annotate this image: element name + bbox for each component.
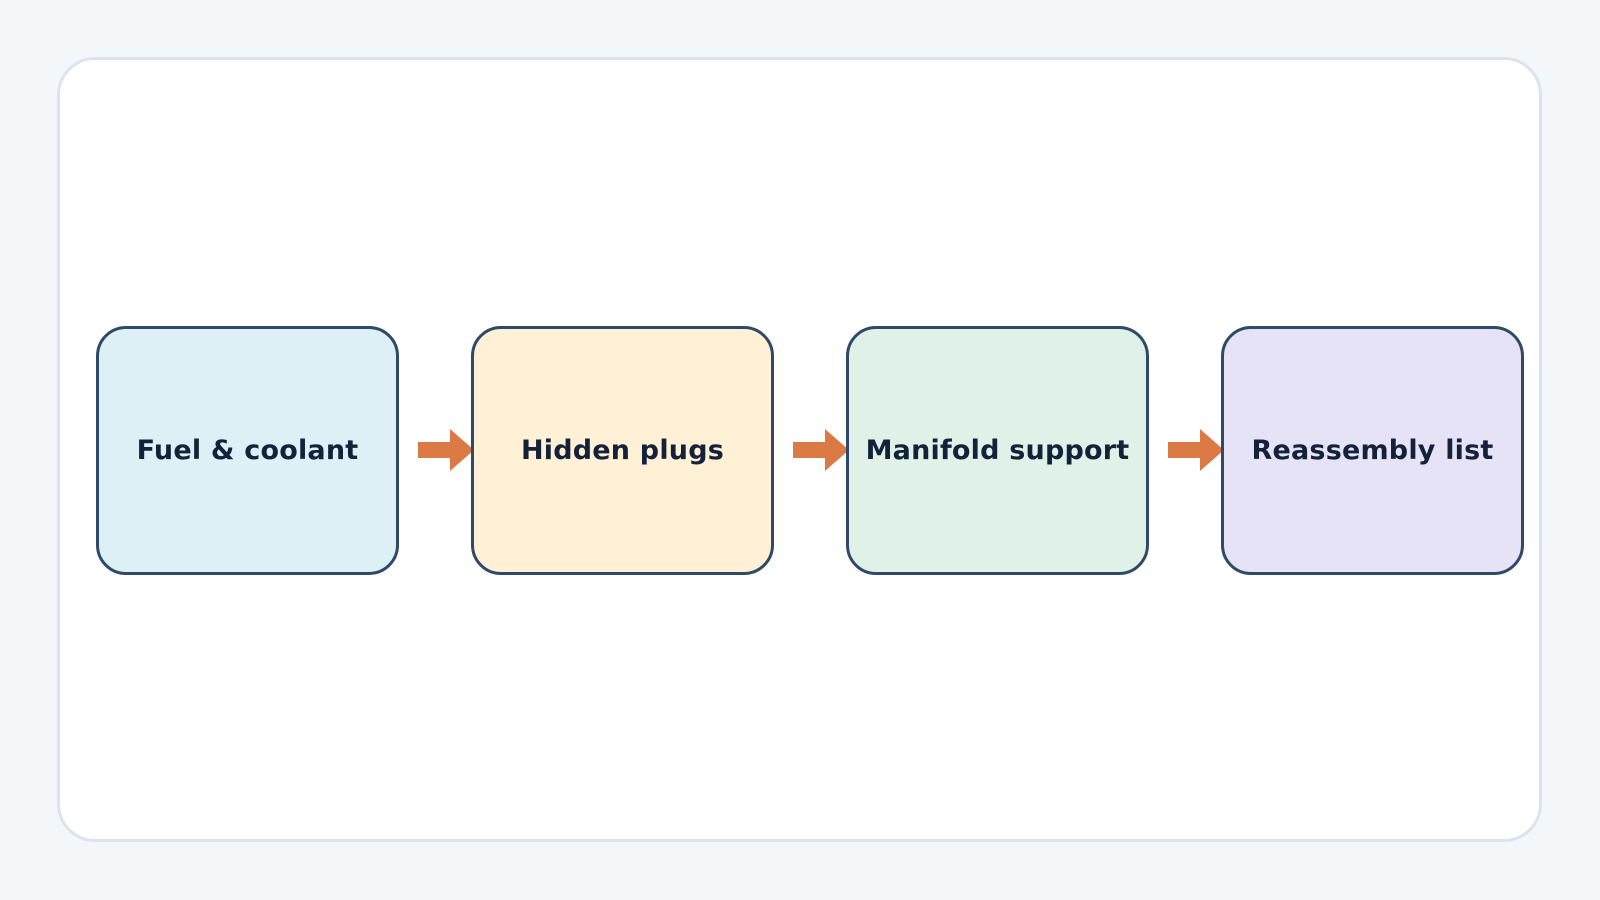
arrow-right-icon <box>418 429 474 471</box>
step-box-3: Manifold support <box>846 326 1149 575</box>
arrow-right-icon <box>1168 429 1224 471</box>
arrow-right-icon <box>793 429 849 471</box>
step-label-manifold-support: Manifold support <box>865 435 1130 466</box>
step-box-2: Hidden plugs <box>471 326 774 575</box>
step-box-1: Fuel & coolant <box>96 326 399 575</box>
step-label-reassembly-list: Reassembly list <box>1251 435 1494 466</box>
step-box-4: Reassembly list <box>1221 326 1524 575</box>
step-label-fuel-coolant: Fuel & coolant <box>136 435 359 466</box>
step-label-hidden-plugs: Hidden plugs <box>520 435 725 466</box>
